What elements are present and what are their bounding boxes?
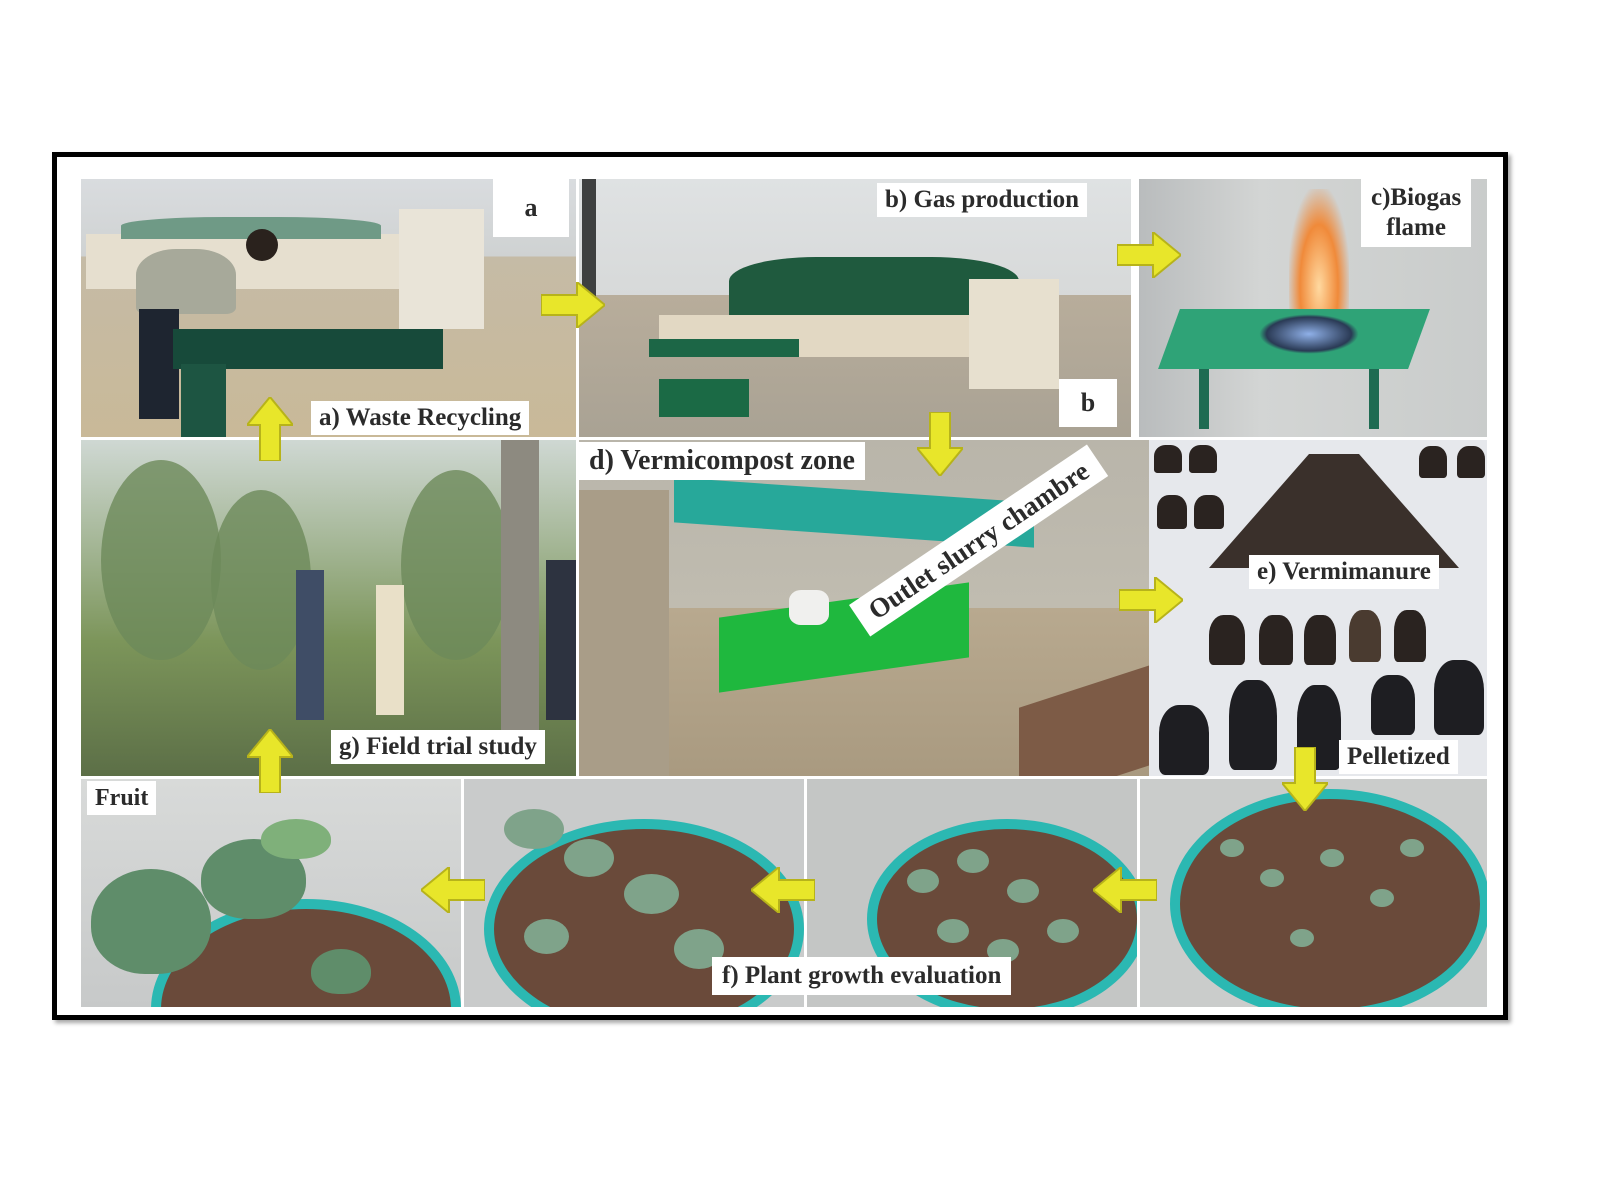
panel-gas-production: b) Gas production b [579,179,1131,437]
pellet [1457,446,1485,478]
pellet [1349,610,1381,662]
panel-fruit-stage: Fruit [81,779,461,1007]
pellet [1194,495,1224,529]
leaf [261,819,331,859]
inlet-table [649,339,799,357]
panel-tag-a: a [493,179,569,237]
worker [789,590,829,625]
pellet [1371,675,1415,735]
panel-tag-b: b [1059,379,1117,427]
stove-leg [1199,369,1209,429]
leaf [937,919,969,943]
label-biogas-flame: c)Biogas flame [1361,179,1472,247]
leaf [311,949,371,994]
panel-vermimanure: e) Vermimanure Pelletized [1149,440,1487,776]
leaf [91,869,211,974]
tree [101,460,221,660]
leaf [564,839,614,877]
machine-base [181,364,226,437]
pellet [1157,495,1187,529]
outlet-pillar [969,279,1059,389]
pellet [1159,705,1209,775]
figure-frame: a a) Waste Recycling b) Gas production b… [52,152,1508,1020]
leaf [624,874,679,914]
tree [401,470,511,660]
label-line-1: c)Biogas [1371,184,1462,211]
pellet [1304,615,1336,665]
panel-waste-recycling: a a) Waste Recycling [81,179,576,437]
arrow-down-icon [917,412,963,476]
arrow-left-icon [421,867,485,913]
panel-field-trial: g) Field trial study [81,440,576,776]
worker-head [246,229,278,261]
inlet-pillar [399,209,484,329]
leaf [1400,839,1424,857]
pellet [1209,615,1245,665]
arrow-up-icon [247,729,293,793]
panel-plant-stage-1 [1140,779,1487,1007]
leaf [907,869,939,893]
burner [1259,314,1359,354]
person [376,585,404,715]
feeding-machine [173,329,443,369]
stove-leg [1369,369,1379,429]
pole [582,179,596,309]
vermicompost-bin [719,582,969,693]
arrow-up-icon [247,397,293,461]
label-line-2: flame [1386,214,1446,241]
leaf [1290,929,1314,947]
side-wall [579,490,669,776]
worker-legs [139,309,179,419]
pellet [1394,610,1426,662]
label-vermimanure: e) Vermimanure [1249,555,1439,589]
person [296,570,324,720]
arrow-right-icon [1117,232,1181,278]
panel-vermicompost: d) Vermicompost zone Outlet slurry chamb… [579,440,1149,776]
pellet [1154,445,1182,473]
tree [211,490,311,670]
leaf [1047,919,1079,943]
pellet [1189,445,1217,473]
arrow-down-icon [1282,747,1328,811]
label-pelletized: Pelletized [1339,740,1458,774]
label-plant-growth: f) Plant growth evaluation [712,957,1012,995]
leaf [1370,889,1394,907]
leaf [1260,869,1284,887]
pellet [1434,660,1484,735]
arrow-left-icon [751,867,815,913]
inlet-box [659,379,749,417]
leaf [524,919,569,954]
leaf [957,849,989,873]
label-gas-production: b) Gas production [877,183,1088,217]
digester-roof [121,217,381,239]
label-outlet-slurry: Outlet slurry chambre [849,444,1109,637]
label-vermicompost-zone: d) Vermicompost zone [579,442,865,480]
leaf [1320,849,1344,867]
pot [1170,789,1487,1007]
pellet [1419,446,1447,478]
person [546,560,576,720]
pellet [1229,680,1277,770]
pellet [1259,615,1293,665]
arrow-right-icon [1119,577,1183,623]
worker-torso [136,249,236,314]
leaf [504,809,564,849]
arrow-left-icon [1093,867,1157,913]
label-field-trial: g) Field trial study [331,730,545,764]
leaf [1007,879,1039,903]
panel-biogas-flame: c)Biogas flame [1139,179,1487,437]
arrow-right-icon [541,282,605,328]
label-waste-recycling: a) Waste Recycling [311,401,530,435]
label-fruit: Fruit [87,781,157,815]
compost-bed [1019,662,1149,776]
leaf [1220,839,1244,857]
flame [1289,189,1349,329]
tree-trunk [501,440,539,730]
